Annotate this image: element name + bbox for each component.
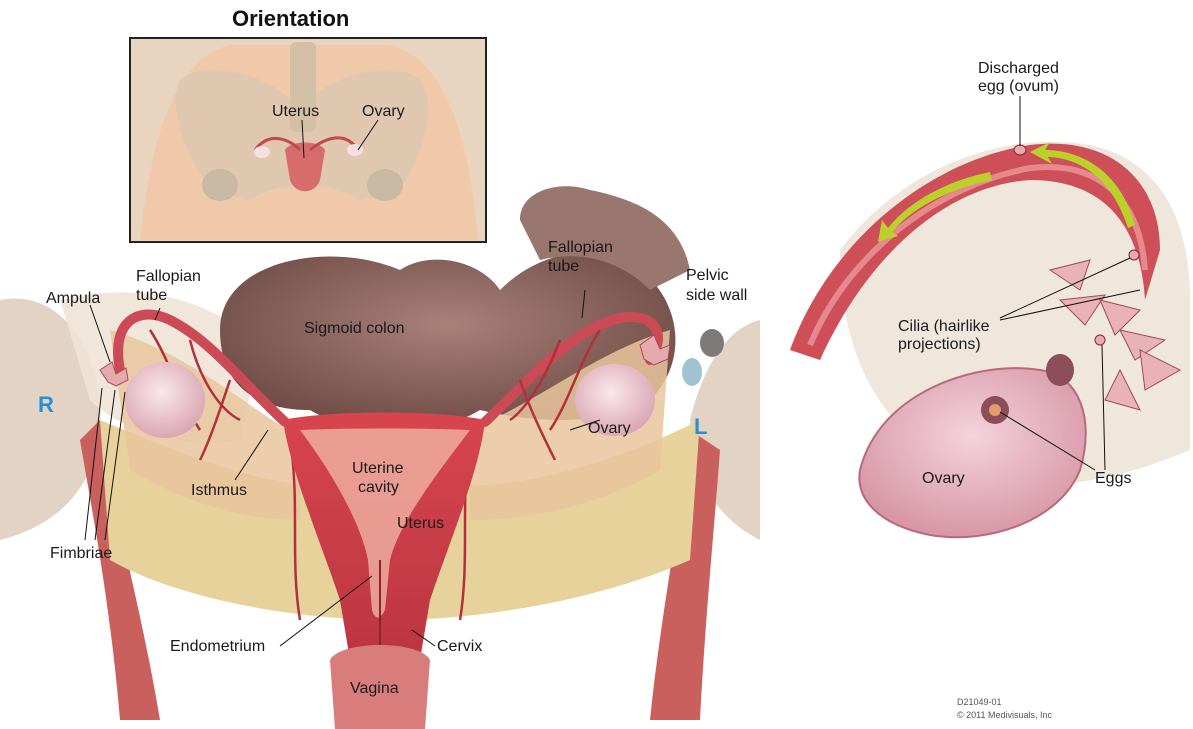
cilia-label-2: projections) [898, 336, 981, 354]
orientation-inset [130, 38, 486, 242]
ampula-label: Ampula [46, 290, 100, 308]
detail-egg-top [1014, 145, 1026, 155]
fallopian-tube-right-label-1: Fallopian [136, 268, 201, 286]
detail-follicle-2 [1046, 354, 1074, 386]
inset-ovary-label: Ovary [362, 103, 405, 121]
side-vessel-blue [682, 358, 702, 386]
pelvic-side-wall-label-1: Pelvic [686, 267, 729, 285]
isthmus-label: Isthmus [191, 482, 247, 500]
inset-hip-right [367, 169, 403, 201]
cervix-label: Cervix [437, 638, 482, 656]
inset-uterus-label: Uterus [272, 103, 319, 121]
footer-code: D21049-01 [957, 697, 1002, 708]
detail-egg-low [1095, 335, 1105, 345]
ovary-label: Ovary [588, 420, 631, 438]
eggs-label: Eggs [1095, 470, 1131, 488]
sigmoid-colon-label: Sigmoid colon [304, 320, 405, 338]
uterus-label: Uterus [397, 515, 444, 533]
detail-egg-mid [1129, 250, 1139, 260]
footer-copyright: © 2011 Medivisuals, Inc [957, 710, 1052, 721]
vagina-label: Vagina [350, 680, 399, 698]
pelvic-side-wall-label-2: side wall [686, 287, 747, 305]
side-right-marker: R [38, 392, 54, 418]
fimbriae-label: Fimbriae [50, 545, 112, 563]
cilia-label-1: Cilia (hairlike [898, 318, 990, 336]
orientation-title: Orientation [232, 6, 349, 32]
detail-follicle-inner [989, 404, 1001, 416]
detail-ovary-label: Ovary [922, 470, 965, 488]
uterine-cavity-label-1: Uterine [352, 460, 404, 478]
discharged-egg-label-2: egg (ovum) [978, 78, 1059, 96]
side-vessel-dark [700, 329, 724, 357]
endometrium-label: Endometrium [170, 638, 265, 656]
ovary-right-shape [125, 362, 205, 438]
discharged-egg-label-1: Discharged [978, 60, 1059, 78]
fallopian-tube-right-label-2: tube [136, 287, 167, 305]
inset-hip-left [202, 169, 238, 201]
side-left-marker: L [694, 414, 707, 440]
inset-ovary-left [254, 146, 270, 158]
fallopian-tube-left-label-1: Fallopian [548, 239, 613, 257]
fallopian-tube-left-label-2: tube [548, 258, 579, 276]
main-pelvic-view [0, 186, 760, 729]
uterine-cavity-label-2: cavity [358, 479, 399, 497]
